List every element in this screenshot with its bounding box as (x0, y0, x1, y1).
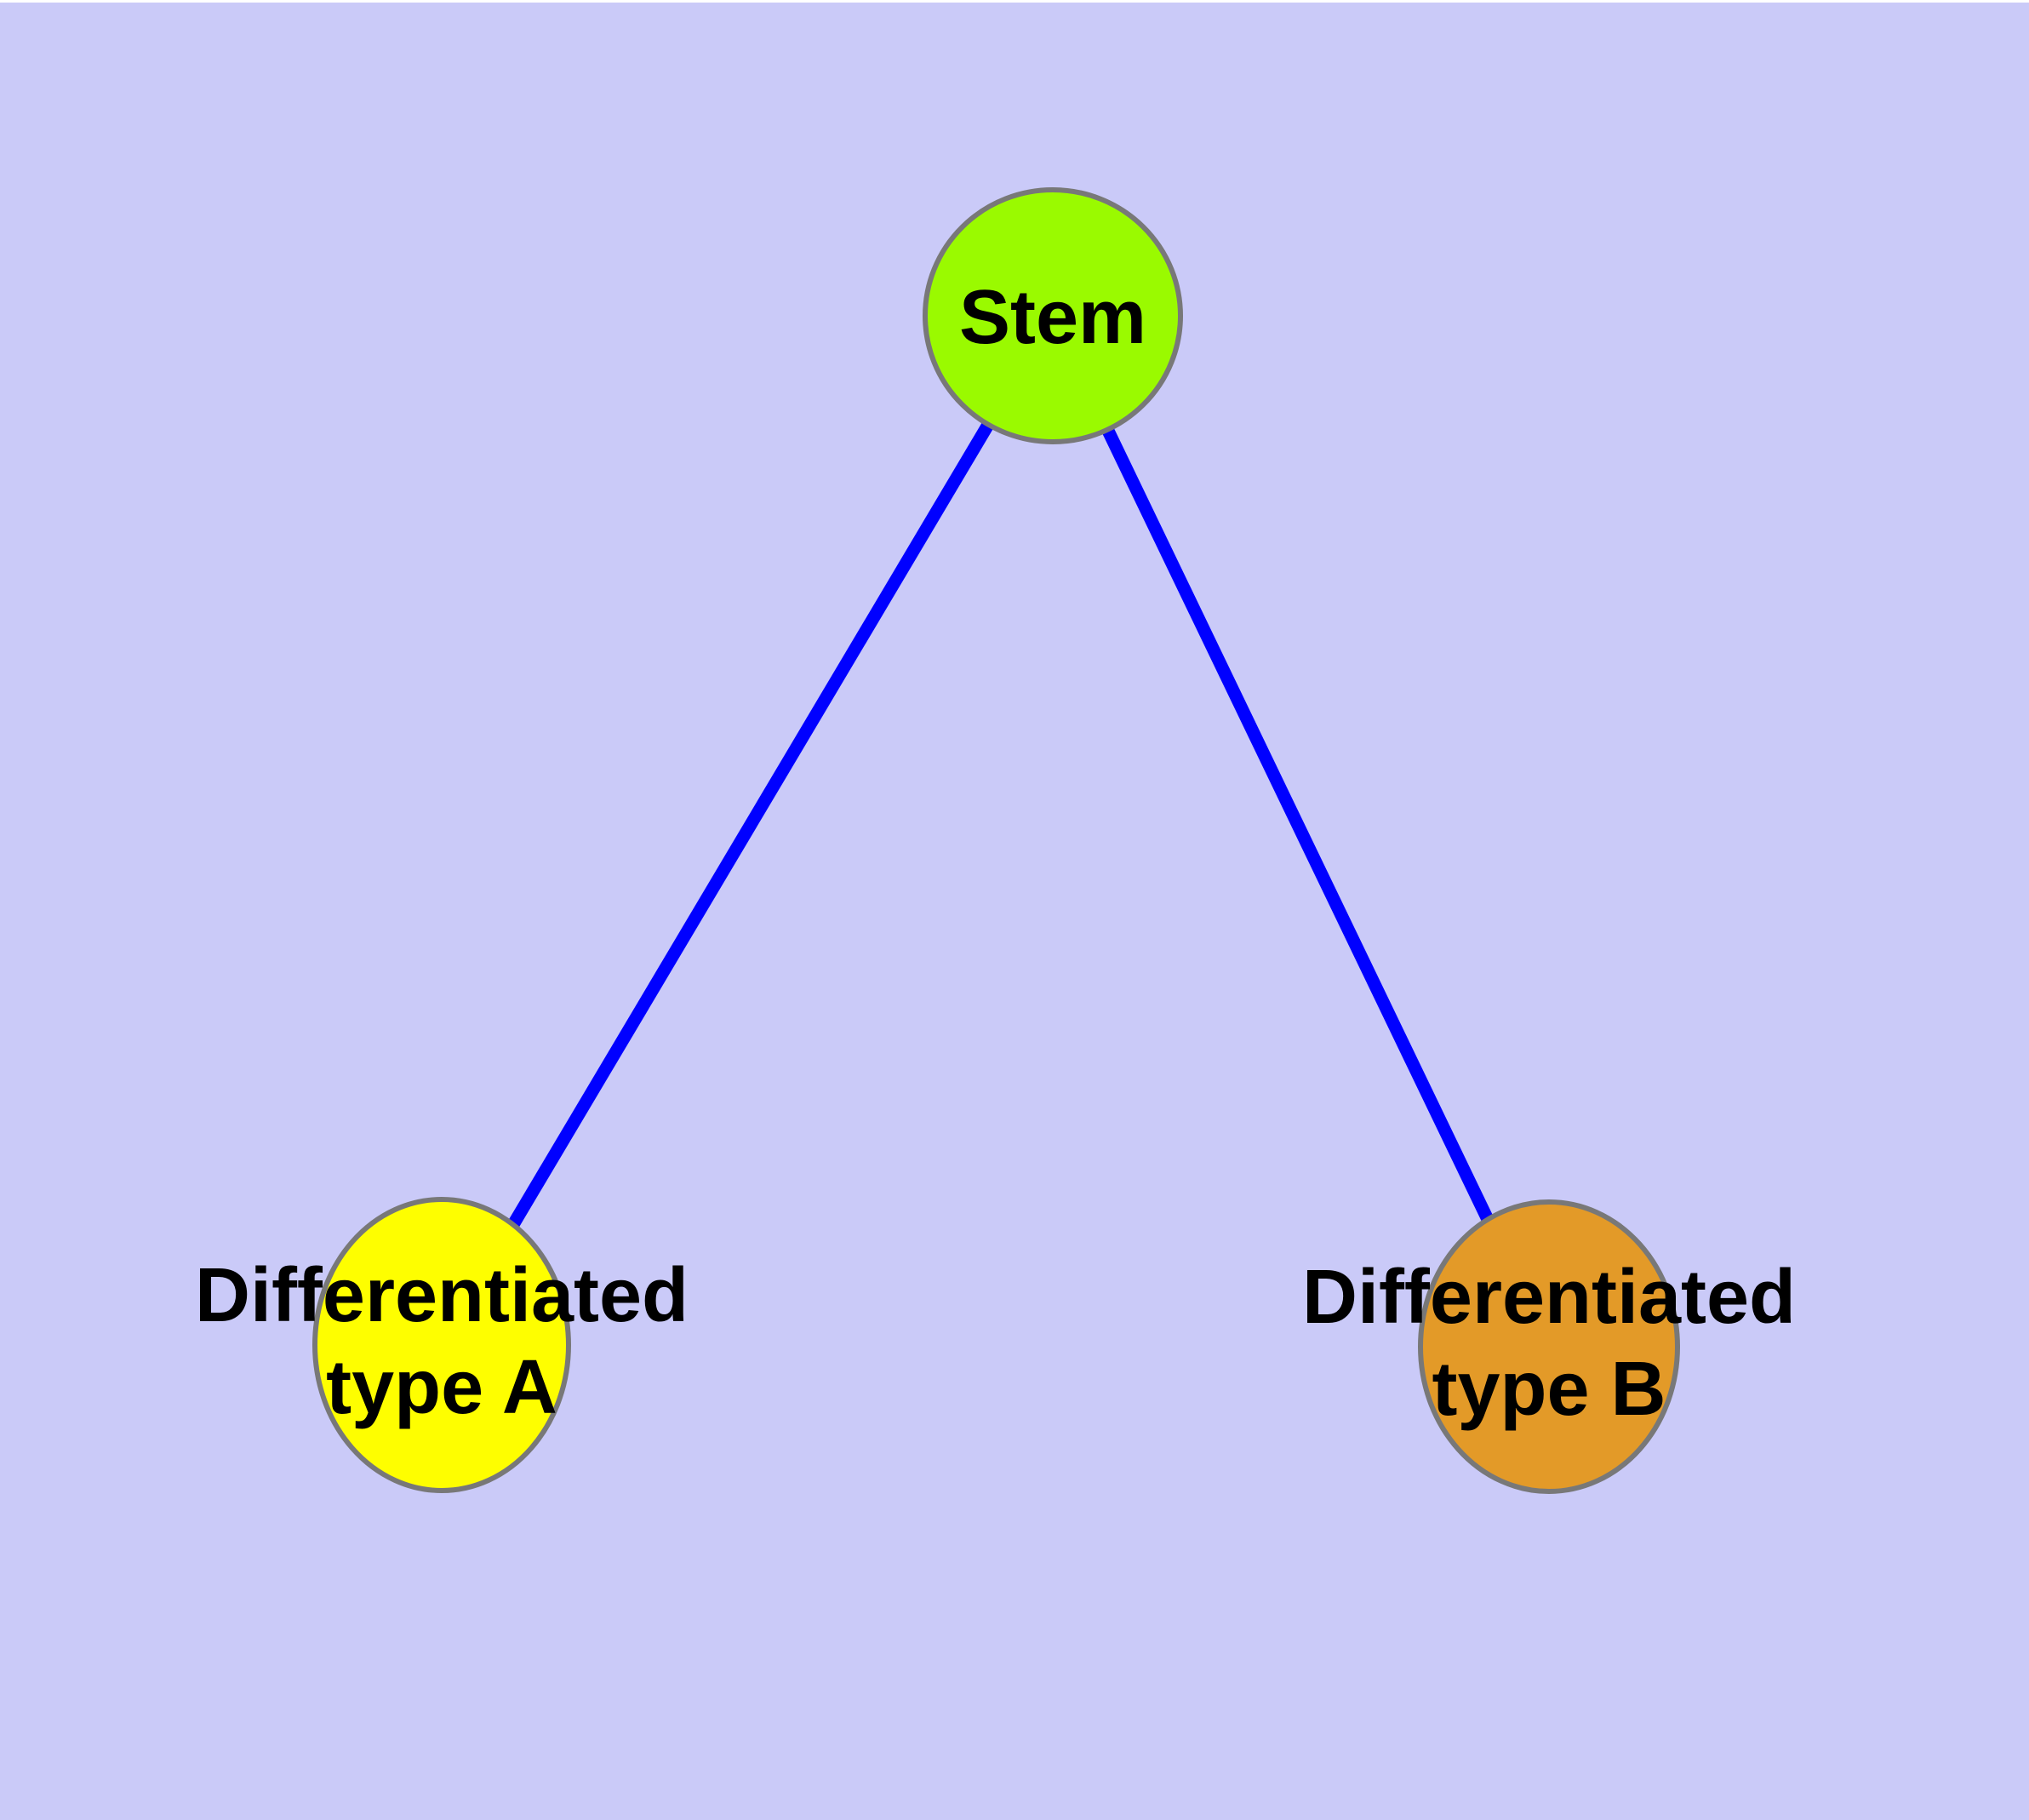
node-type-b-label-line2: type B (1432, 1347, 1666, 1432)
node-type-a-circle[interactable] (312, 1197, 571, 1493)
node-type-a-label-line2: type A (326, 1345, 557, 1430)
node-stem-circle[interactable] (923, 187, 1183, 444)
node-type-a-label-line1: Differentiated (195, 1253, 689, 1338)
node-type-b-circle[interactable] (1418, 1199, 1680, 1494)
edge-stem-to-type-a (436, 312, 1059, 1348)
edge-stem-to-type-b (1047, 312, 1555, 1350)
node-stem-label: Stem (959, 275, 1146, 360)
node-differentiated-type-a[interactable]: Differentiated type A (195, 1197, 689, 1493)
top-edge-strip (0, 0, 2029, 3)
node-differentiated-type-b[interactable]: Differentiated type B (1302, 1199, 1796, 1494)
edge-group (436, 312, 1555, 1350)
node-stem[interactable]: Stem (923, 187, 1183, 444)
node-type-b-label-line1: Differentiated (1302, 1255, 1796, 1340)
